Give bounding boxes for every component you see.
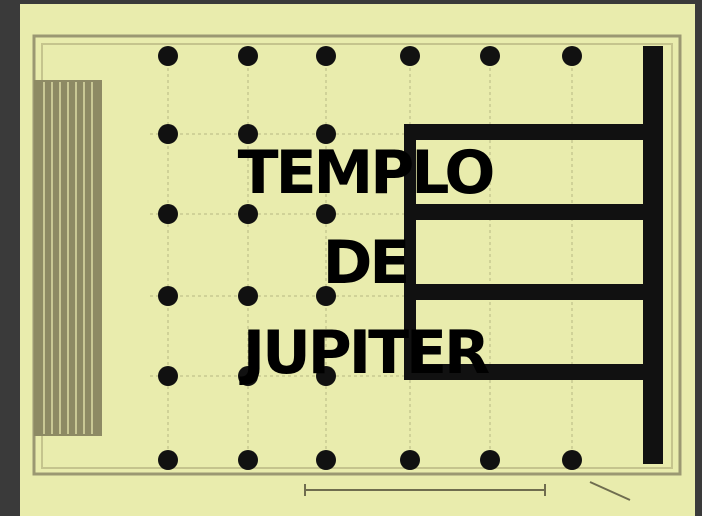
title-line-3: JUPITER: [242, 318, 490, 388]
parchment-sheet: [20, 4, 695, 516]
title-line-1: TEMPLO: [237, 138, 496, 208]
slide-title: TEMPLO DE JUPITER: [180, 128, 550, 398]
cella-walls: [404, 46, 663, 464]
title-line-2: DE: [322, 228, 411, 298]
step-lines: [43, 82, 93, 434]
columns: [158, 46, 582, 470]
scale-bar: [304, 481, 631, 501]
